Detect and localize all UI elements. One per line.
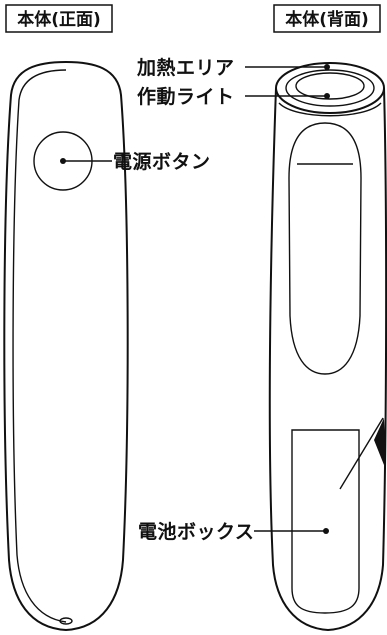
battery-box-tab xyxy=(374,418,386,470)
back-view: 本体(背面) 加熱エリア 作動ライト 電池ボックス xyxy=(136,4,387,632)
back-body-outline xyxy=(268,87,387,632)
back-title: 本体(背面) xyxy=(285,9,369,30)
front-bottom-port xyxy=(59,617,73,625)
back-window-outline xyxy=(288,122,362,375)
battery-box-shadow-line xyxy=(339,417,384,490)
status-light-label: 作動ライト xyxy=(137,85,235,108)
status-light xyxy=(278,102,382,117)
battery-box-label: 電池ボックス xyxy=(138,520,254,543)
front-title-box xyxy=(5,4,113,33)
heating-area xyxy=(295,72,365,100)
battery-box xyxy=(291,429,360,614)
heating-area-label: 加熱エリア xyxy=(136,56,235,79)
power-button-label: 電源ボタン xyxy=(113,150,211,173)
front-body-inner-line xyxy=(12,69,67,623)
heating-area-rim xyxy=(275,62,385,114)
front-title: 本体(正面) xyxy=(17,9,101,30)
front-body-outline xyxy=(3,60,129,632)
back-title-box xyxy=(273,4,381,33)
heating-area-ring xyxy=(285,69,375,107)
front-view: 本体(正面) 電源ボタン xyxy=(3,4,211,632)
